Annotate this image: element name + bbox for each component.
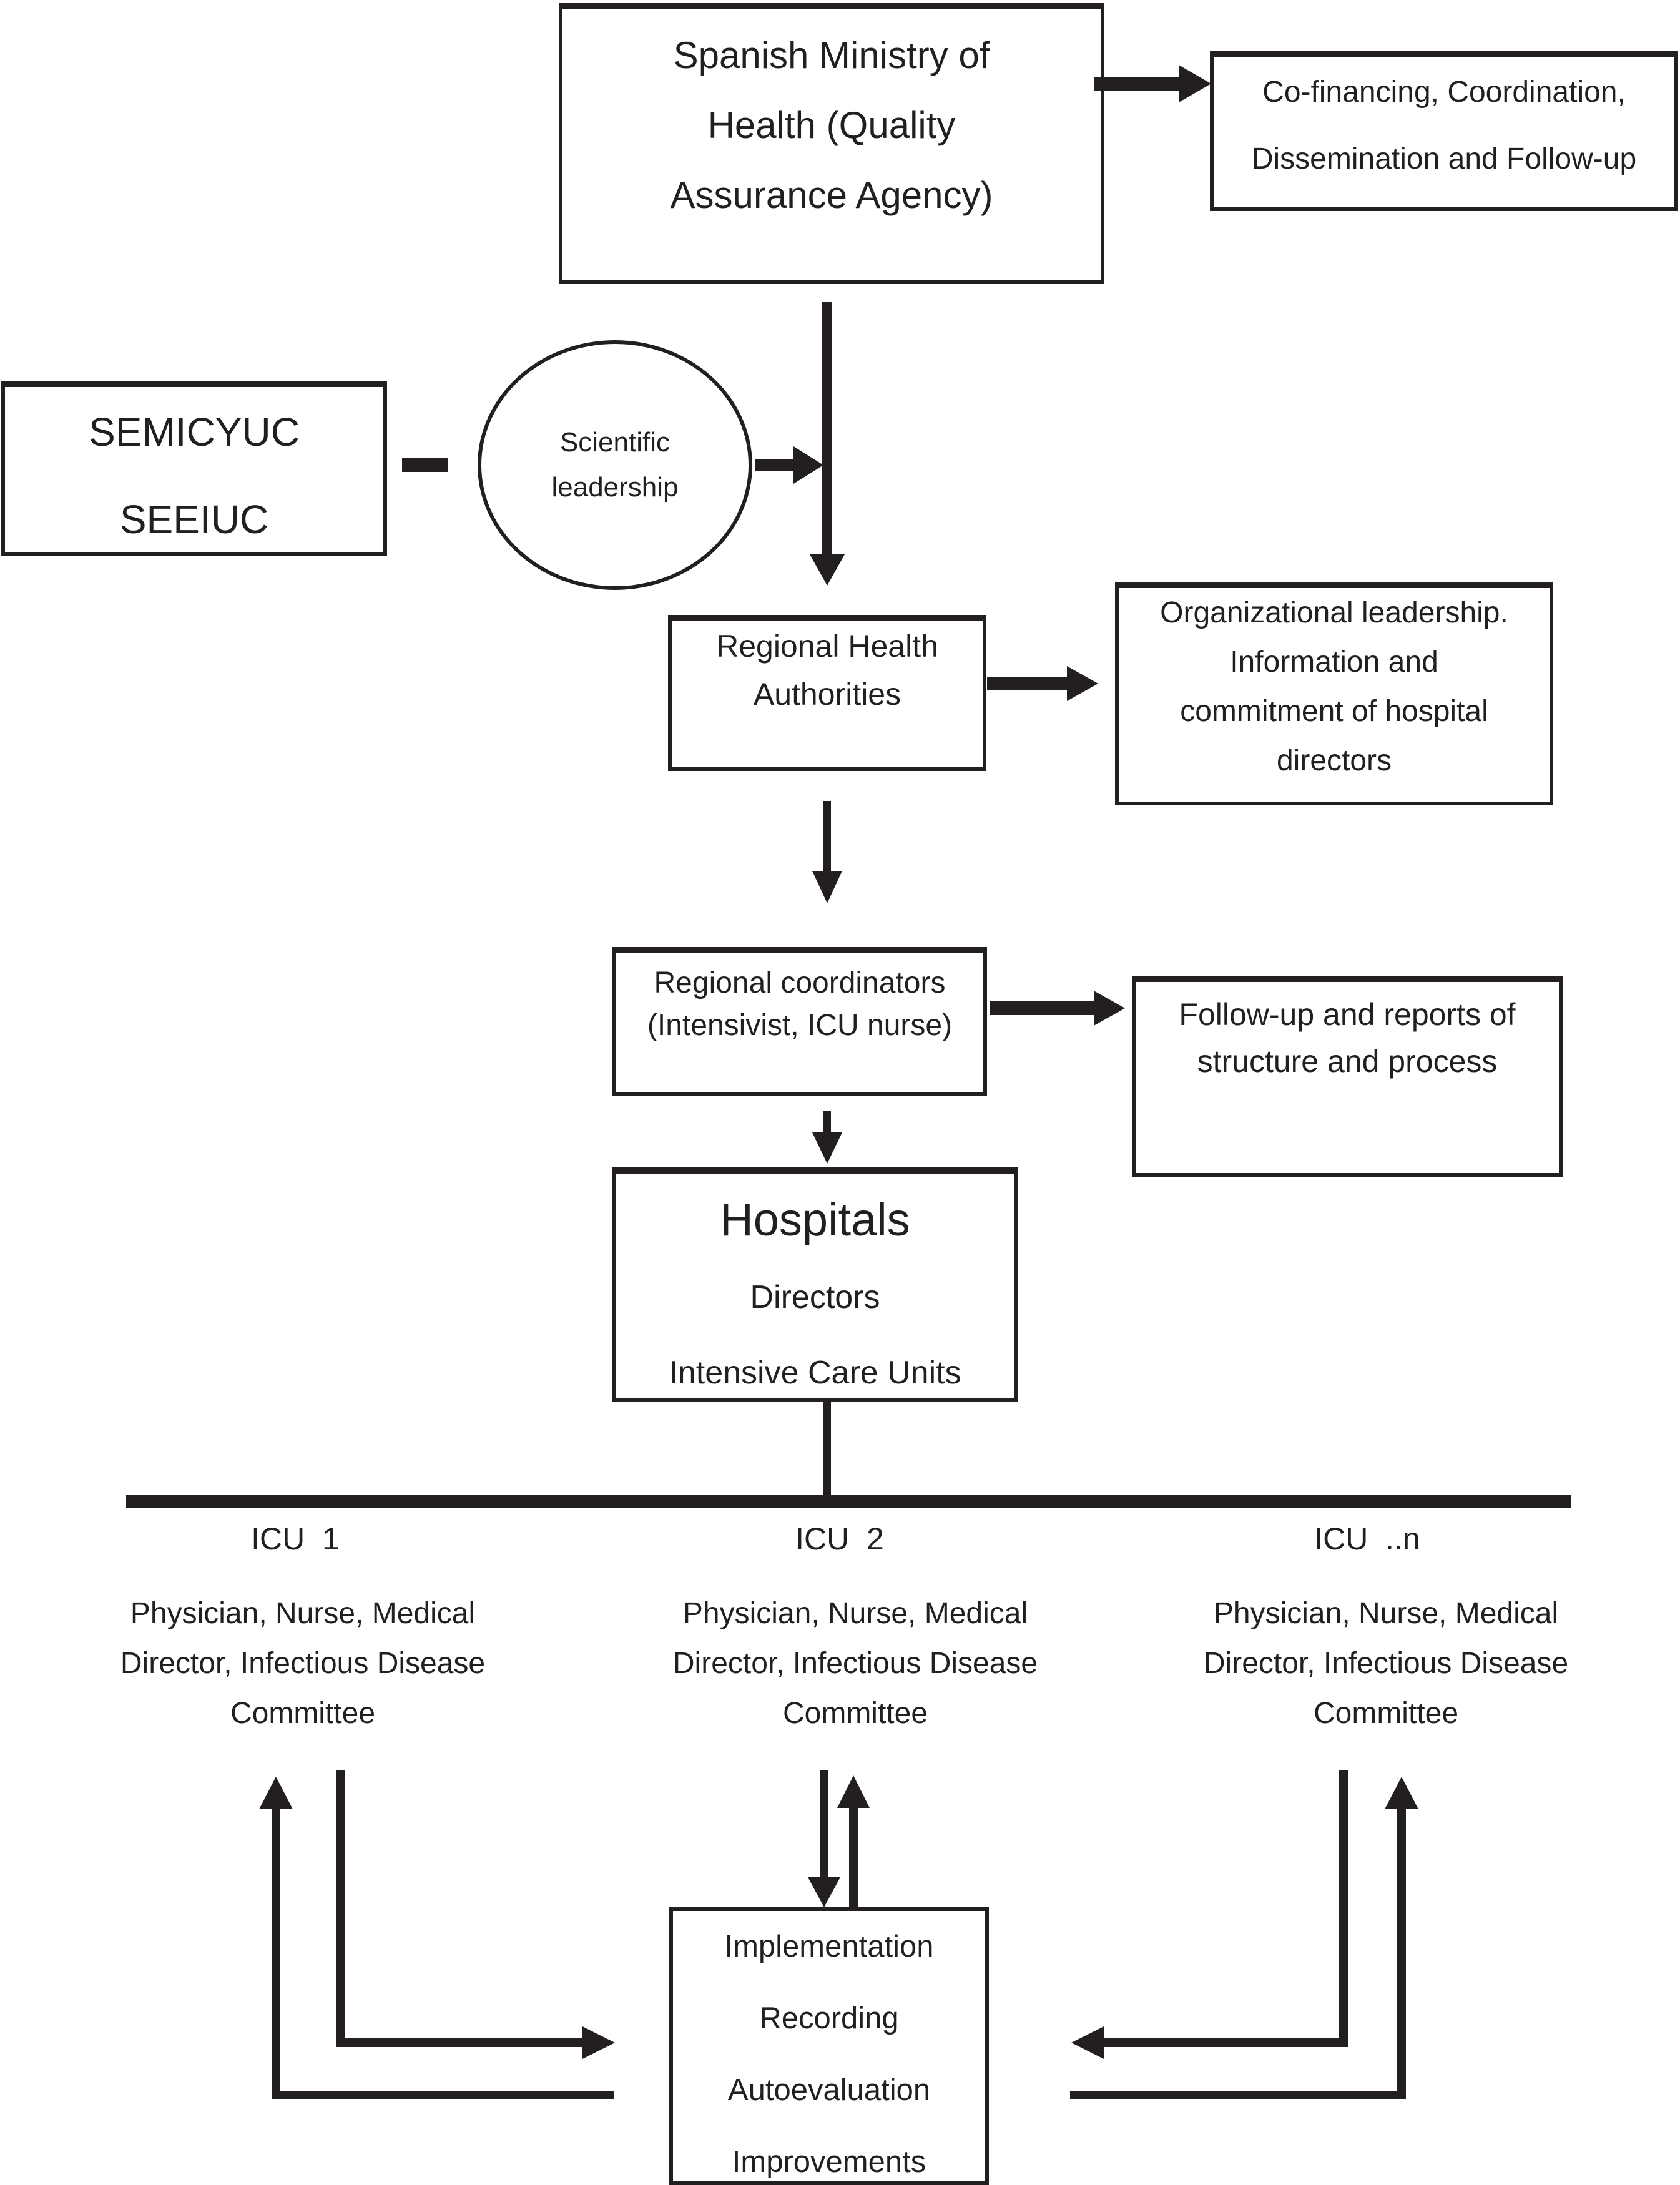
hospitals-line: Intensive Care Units bbox=[669, 1355, 961, 1391]
arrowhead-right-icon bbox=[1094, 991, 1125, 1026]
followup-line: structure and process bbox=[1197, 1044, 1498, 1079]
arrow-shaft bbox=[1397, 1809, 1406, 2099]
arrowhead-up-icon bbox=[259, 1777, 293, 1809]
icu1-team-line: Physician, Nurse, Medical bbox=[130, 1597, 476, 1630]
cycle-line: Recording bbox=[759, 2001, 899, 2035]
arrow-shaft bbox=[822, 302, 832, 554]
hospitals-to-bar-line bbox=[823, 1402, 831, 1495]
icu1-team-text: Physician, Nurse, Medical Director, Infe… bbox=[84, 1589, 521, 1739]
arrow-shaft bbox=[1104, 2038, 1348, 2047]
icu1-label: ICU 1 bbox=[251, 1521, 340, 1556]
cofinancing-line: Co-financing, Coordination, bbox=[1262, 76, 1626, 109]
organizational-line: directors bbox=[1276, 744, 1392, 777]
arrow-shaft bbox=[823, 1111, 831, 1132]
cycle-line: Autoevaluation bbox=[727, 2073, 931, 2107]
arrow-shaft bbox=[849, 1808, 858, 1908]
arrowhead-down-icon bbox=[810, 554, 845, 586]
arrowhead-right-icon bbox=[1067, 666, 1098, 701]
arrowhead-down-icon bbox=[812, 871, 842, 903]
hospitals-line: Directors bbox=[750, 1279, 880, 1315]
organizational-line: Information and bbox=[1230, 646, 1438, 679]
society-name: SEMICYUC bbox=[89, 410, 300, 454]
ministry-line: Health (Quality bbox=[707, 104, 956, 146]
cofinancing-line: Dissemination and Follow-up bbox=[1251, 142, 1637, 175]
icun-team-line: Director, Infectious Disease bbox=[1203, 1647, 1569, 1680]
arrow-shaft bbox=[823, 801, 831, 871]
arrow-shaft bbox=[272, 2091, 614, 2099]
icu2-team-line: Director, Infectious Disease bbox=[672, 1647, 1038, 1680]
arrow-shaft bbox=[1094, 77, 1179, 91]
icu2-label: ICU 2 bbox=[795, 1521, 884, 1556]
icun-team-text: Physician, Nurse, Medical Director, Infe… bbox=[1167, 1589, 1604, 1739]
regional-coordinators-box: Regional coordinators (Intensivist, ICU … bbox=[612, 947, 987, 1096]
arrow-shaft bbox=[820, 1770, 828, 1880]
icun-team-line: Physician, Nurse, Medical bbox=[1213, 1597, 1559, 1630]
followup-line: Follow-up and reports of bbox=[1179, 997, 1516, 1032]
ministry-line: Spanish Ministry of bbox=[673, 34, 990, 76]
arrow-shaft bbox=[272, 1809, 280, 2099]
society-name: SEEIUC bbox=[119, 497, 269, 542]
arrow-shaft bbox=[990, 1001, 1094, 1015]
societies-box: SEMICYUC SEEIUC bbox=[1, 381, 387, 556]
rha-line: Authorities bbox=[753, 677, 901, 712]
arrowhead-down-icon bbox=[808, 1877, 840, 1907]
scientific-leadership-ellipse: Scientific leadership bbox=[478, 340, 752, 590]
coordinators-line: Regional coordinators bbox=[654, 966, 946, 999]
icu1-team-line: Director, Infectious Disease bbox=[120, 1647, 486, 1680]
organizational-line: commitment of hospital bbox=[1180, 695, 1488, 728]
arrowhead-right-icon bbox=[793, 446, 823, 484]
arrow-shaft bbox=[336, 1770, 345, 2047]
hospitals-title: Hospitals bbox=[720, 1194, 910, 1245]
arrow-shaft bbox=[1339, 1770, 1348, 2047]
cycle-line: Implementation bbox=[724, 1930, 934, 1963]
arrow-shaft bbox=[336, 2038, 582, 2047]
icu1-team-line: Committee bbox=[230, 1697, 376, 1730]
scientific-leadership-line: Scientific bbox=[559, 427, 671, 458]
hospitals-box: Hospitals Directors Intensive Care Units bbox=[612, 1167, 1018, 1402]
arrow-shaft bbox=[755, 459, 793, 471]
ministry-line: Assurance Agency) bbox=[670, 174, 993, 216]
organizational-line: Organizational leadership. bbox=[1160, 596, 1508, 629]
icu2-team-line: Committee bbox=[782, 1697, 928, 1730]
arrow-shaft bbox=[987, 677, 1067, 690]
arrowhead-up-icon bbox=[837, 1775, 870, 1808]
ministry-box: Spanish Ministry of Health (Quality Assu… bbox=[559, 3, 1104, 284]
societies-link-dash bbox=[402, 458, 448, 472]
organizational-leadership-box: Organizational leadership. Information a… bbox=[1115, 582, 1553, 805]
coordinators-line: (Intensivist, ICU nurse) bbox=[647, 1009, 953, 1042]
improvement-cycle-box: Implementation Recording Autoevaluation … bbox=[669, 1907, 989, 2185]
icu2-team-line: Physician, Nurse, Medical bbox=[682, 1597, 1028, 1630]
arrow-shaft bbox=[1070, 2091, 1406, 2099]
icun-label: ICU ..n bbox=[1314, 1521, 1420, 1556]
arrowhead-right-icon bbox=[1179, 65, 1211, 102]
icun-team-line: Committee bbox=[1313, 1697, 1459, 1730]
cofinancing-box: Co-financing, Coordination, Disseminatio… bbox=[1210, 51, 1678, 211]
cycle-line: Improvements bbox=[732, 2145, 926, 2179]
arrowhead-up-icon bbox=[1385, 1777, 1418, 1809]
arrowhead-right-icon bbox=[582, 2026, 615, 2059]
followup-reports-box: Follow-up and reports of structure and p… bbox=[1132, 976, 1563, 1177]
arrowhead-left-icon bbox=[1071, 2026, 1104, 2059]
regional-health-authorities-box: Regional Health Authorities bbox=[668, 615, 986, 771]
scientific-leadership-line: leadership bbox=[551, 472, 679, 503]
arrowhead-down-icon bbox=[812, 1132, 842, 1164]
icu2-team-text: Physician, Nurse, Medical Director, Infe… bbox=[637, 1589, 1074, 1739]
rha-line: Regional Health bbox=[716, 629, 938, 664]
distribution-bar bbox=[126, 1495, 1571, 1508]
